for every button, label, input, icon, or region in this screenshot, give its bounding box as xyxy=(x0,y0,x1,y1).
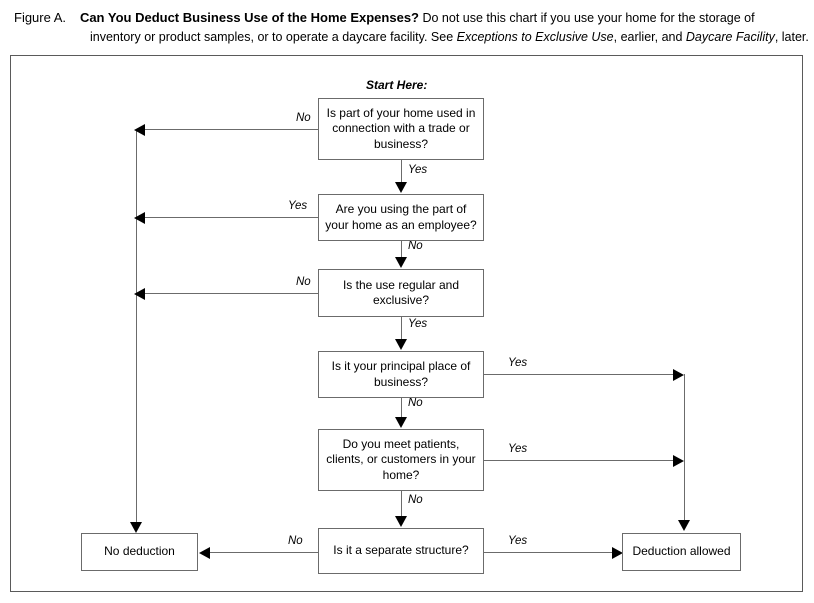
node-deduction-allowed-label: Deduction allowed xyxy=(632,544,731,559)
node-q3-label: Is the use regular and exclusive? xyxy=(342,277,460,308)
node-q6[interactable]: Is it a separate structure? xyxy=(318,528,484,574)
edge-q5-yes-arrowhead xyxy=(673,455,684,467)
edge-label-q6-yes: Yes xyxy=(506,535,530,547)
node-q2-label: Are you using the part of your home as a… xyxy=(325,202,477,232)
caption-line-2-mid: , earlier, and xyxy=(613,30,686,44)
node-q1[interactable]: Is part of your home used in connection … xyxy=(318,98,484,160)
caption-line-1-rest: Do not use this chart if you use your ho… xyxy=(419,11,755,25)
edge-q4-no-arrowhead xyxy=(395,417,407,428)
edge-label-q6-no: No xyxy=(286,535,305,547)
edge-label-q2-yes: Yes xyxy=(286,200,310,212)
edge-label-q1-no: No xyxy=(294,112,313,124)
node-q5-label: Do you meet patients, clients, or custom… xyxy=(326,436,476,482)
flowchart-frame: Start Here: Is part of your home used in… xyxy=(10,55,803,592)
node-no-deduction[interactable]: No deduction xyxy=(81,533,198,571)
edge-q1-no-arrowhead xyxy=(134,124,145,136)
edge-q6-yes-arrowhead xyxy=(612,547,623,559)
edge-q5-no-line xyxy=(401,491,402,517)
caption-ref-daycare: Daycare Facility xyxy=(685,30,775,44)
node-q6-label: Is it a separate structure? xyxy=(333,543,469,558)
caption-ref-exceptions: Exceptions to Exclusive Use xyxy=(456,30,614,44)
node-q4[interactable]: Is it your principal place of business? xyxy=(318,351,484,398)
figure-caption: Figure A. Can You Deduct Business Use of… xyxy=(14,8,809,47)
edge-label-q3-no: No xyxy=(294,276,313,288)
node-q2[interactable]: Are you using the part of your home as a… xyxy=(318,194,484,241)
edge-q2-no-arrowhead xyxy=(395,257,407,268)
left-spine-line xyxy=(136,129,137,523)
edge-q3-yes-line xyxy=(401,317,402,340)
edge-label-q3-yes: Yes xyxy=(406,318,430,330)
edge-q2-yes-arrowhead xyxy=(134,212,145,224)
right-spine-arrow-down xyxy=(678,520,690,531)
node-q1-label: Is part of your home used in connection … xyxy=(326,105,476,151)
edge-q5-no-arrowhead xyxy=(395,516,407,527)
edge-q6-yes-line xyxy=(484,552,614,553)
caption-line-1: Figure A. Can You Deduct Business Use of… xyxy=(14,8,804,28)
start-here-label: Start Here: xyxy=(366,78,428,92)
node-q4-label: Is it your principal place of business? xyxy=(331,359,471,389)
edge-q6-no-arrowhead xyxy=(199,547,210,559)
edge-q4-yes-arrowhead xyxy=(673,369,684,381)
caption-see-word: See xyxy=(430,30,457,44)
edge-label-q4-yes: Yes xyxy=(506,357,530,369)
edge-q4-no-line xyxy=(401,398,402,418)
edge-q3-no-arrowhead xyxy=(134,288,145,300)
edge-q2-no-line xyxy=(401,241,402,258)
right-spine-line xyxy=(684,374,685,522)
figure-title: Can You Deduct Business Use of the Home … xyxy=(79,10,419,25)
edge-label-q5-no: No xyxy=(406,494,425,506)
edge-q6-no-line xyxy=(209,552,318,553)
edge-label-q2-no: No xyxy=(406,240,425,252)
node-q3[interactable]: Is the use regular and exclusive? xyxy=(318,269,484,317)
edge-label-q5-yes: Yes xyxy=(506,443,530,455)
edge-q2-yes-line xyxy=(145,217,318,218)
caption-line-2: inventory or product samples, or to oper… xyxy=(14,28,809,47)
edge-q1-yes-line xyxy=(401,160,402,183)
edge-q3-no-line xyxy=(145,293,318,294)
edge-q3-yes-arrowhead xyxy=(395,339,407,350)
caption-line-2-end: , later. xyxy=(774,30,809,44)
edge-label-q4-no: No xyxy=(406,397,425,409)
edge-q4-yes-line xyxy=(484,374,674,375)
edge-q1-no-line xyxy=(145,129,318,130)
node-no-deduction-label: No deduction xyxy=(104,544,175,559)
edge-label-q1-yes: Yes xyxy=(406,164,430,176)
edge-q1-yes-arrowhead xyxy=(395,182,407,193)
node-deduction-allowed[interactable]: Deduction allowed xyxy=(622,533,741,571)
left-spine-arrow-down xyxy=(130,522,142,533)
caption-line-2-a: inventory or product samples, or to oper… xyxy=(90,30,431,44)
figure-label: Figure A. xyxy=(14,10,67,25)
node-q5[interactable]: Do you meet patients, clients, or custom… xyxy=(318,429,484,491)
edge-q5-yes-line xyxy=(484,460,674,461)
